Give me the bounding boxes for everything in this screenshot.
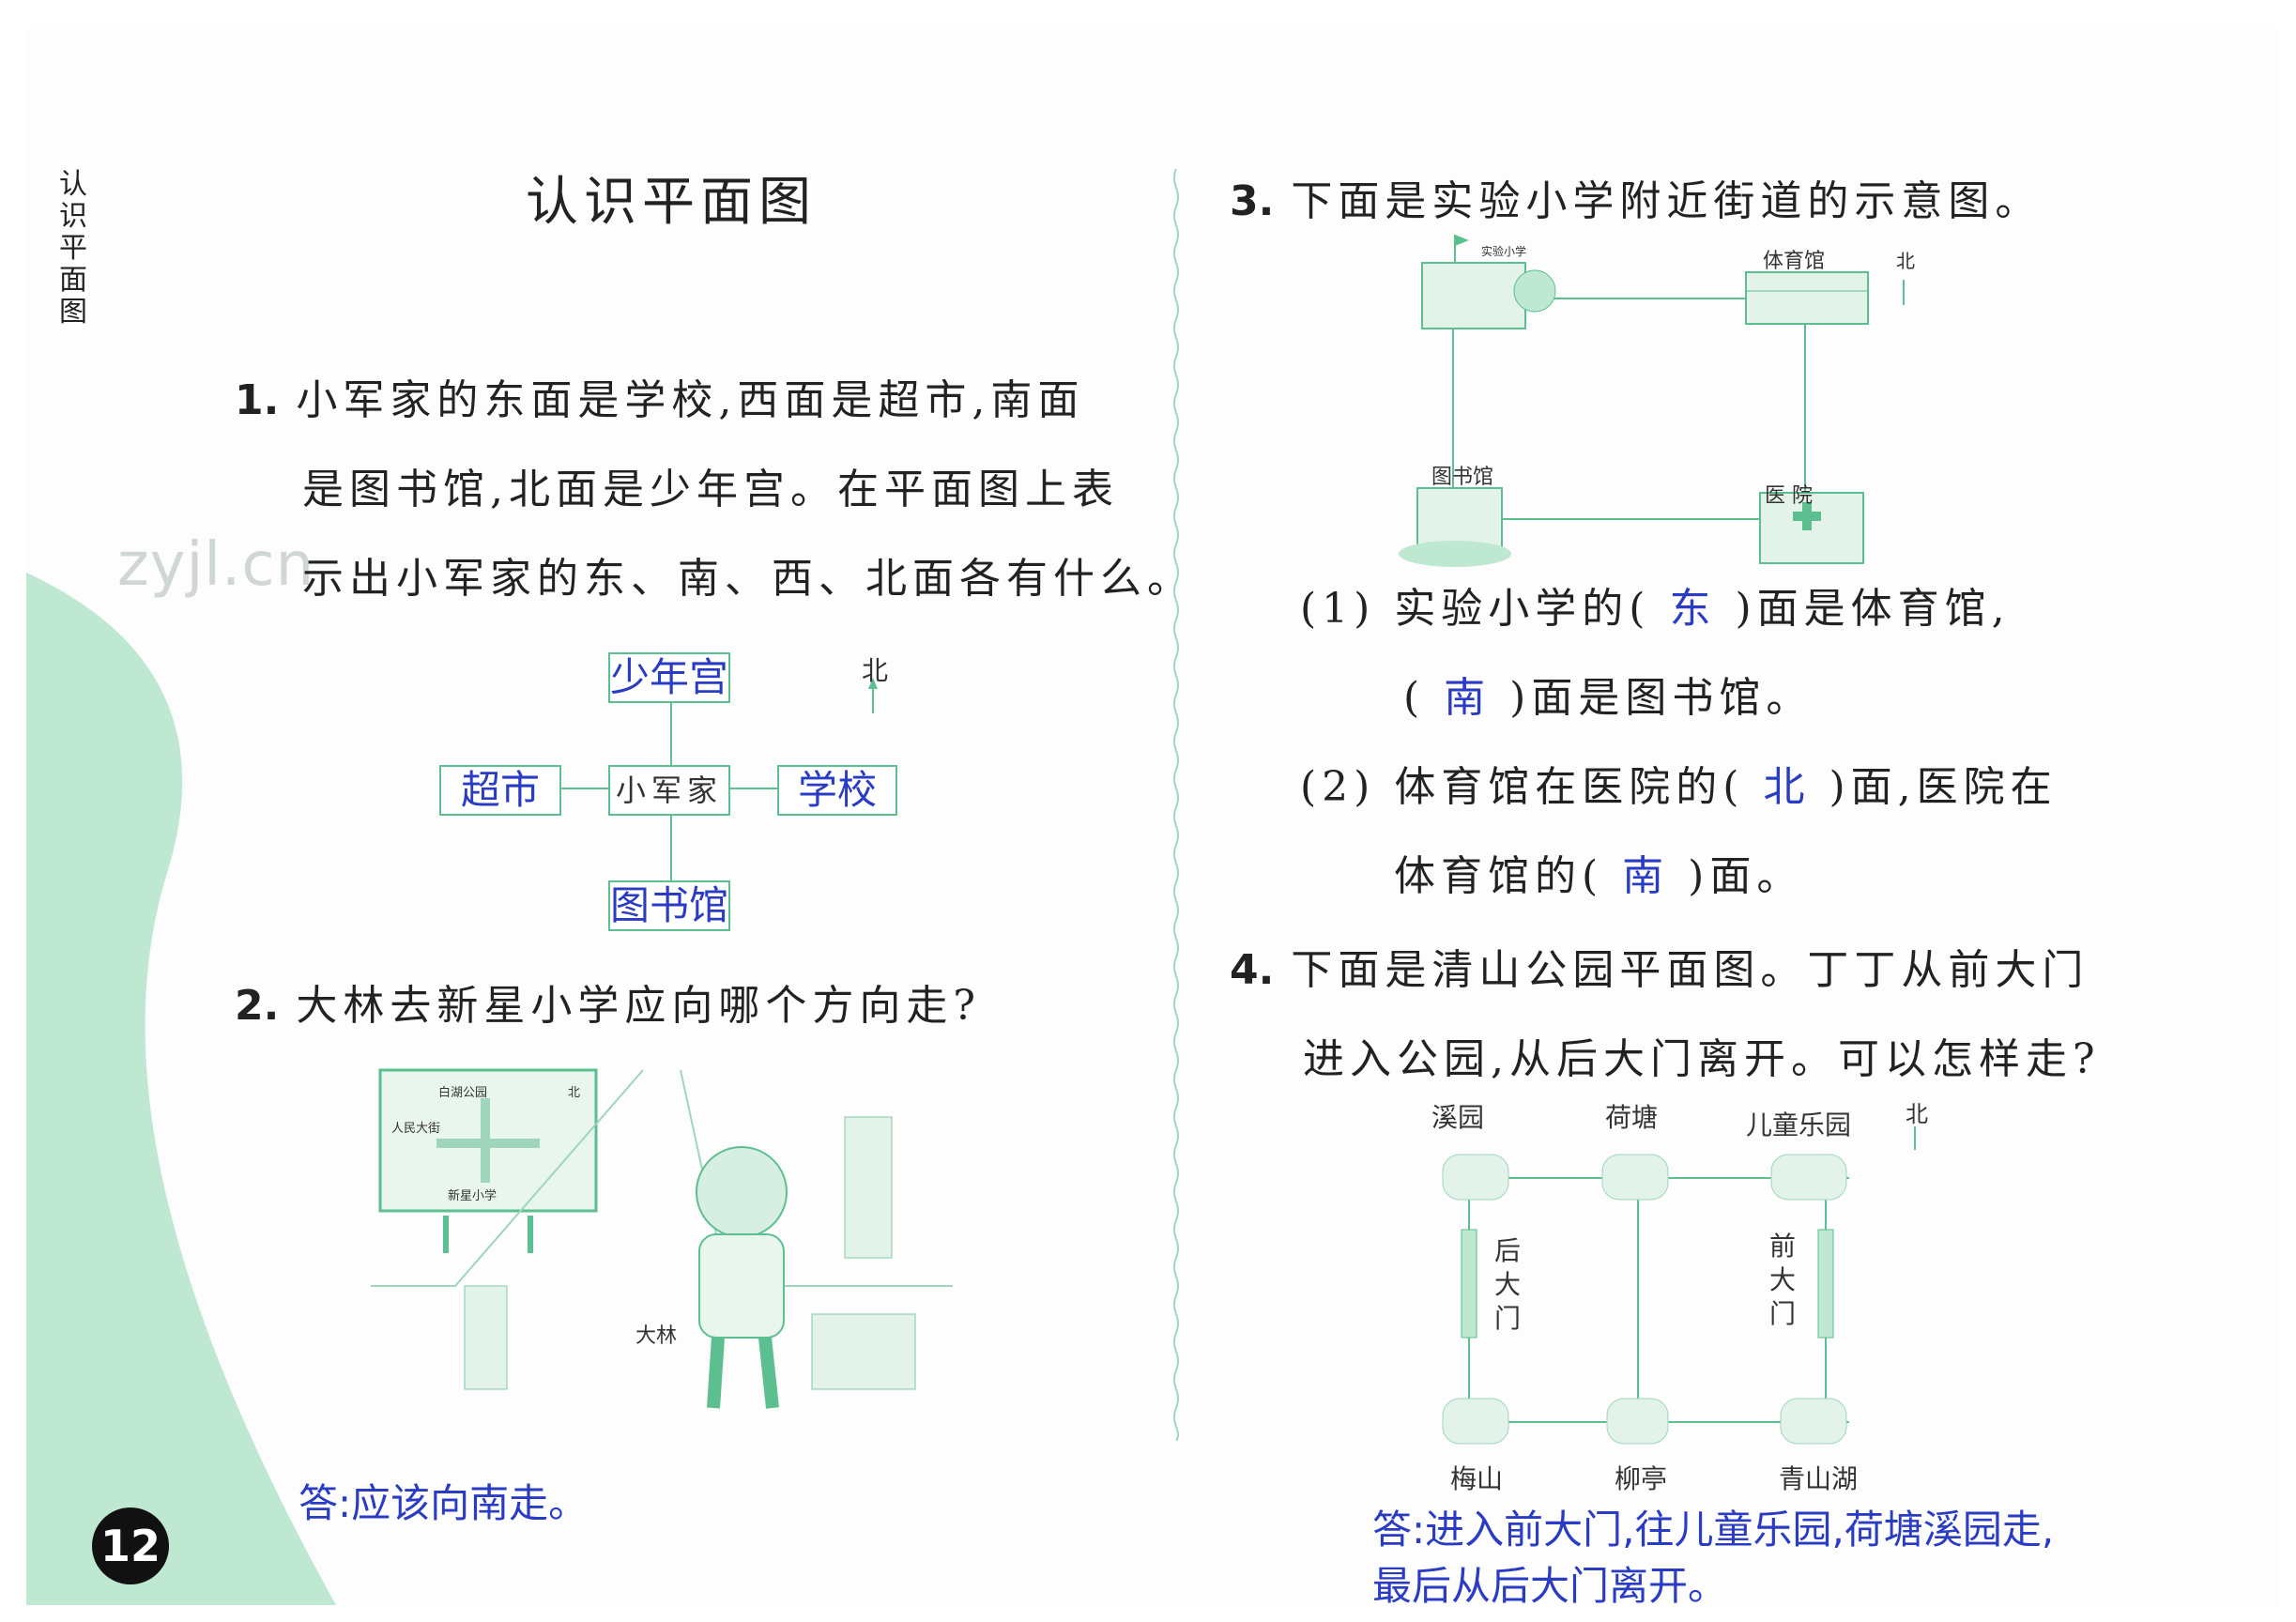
back-gate-label: 后大门	[1494, 1235, 1523, 1334]
liuting-label: 柳亭	[1615, 1463, 1667, 1492]
school-label: 实验小学	[1481, 244, 1526, 258]
q3-p2b-pre: 体育馆的(	[1394, 852, 1604, 900]
q3-street-map: 实验小学 体育馆 北 图书馆 医 院	[1399, 235, 1915, 567]
q3-part1-line2: ( 南 )面是图书馆。	[1403, 664, 1813, 724]
q3-text: 下面是实验小学附近街道的示意图。	[1291, 177, 2043, 225]
q2-line: 2. 大林去新星小学应向哪个方向走?	[235, 972, 981, 1032]
tower-icon	[844, 1116, 893, 1259]
q3-p1-answer2: 南	[1444, 674, 1492, 722]
back-gate-icon	[1461, 1229, 1477, 1339]
sign-north-label: 北	[568, 1086, 580, 1100]
gym-building-icon	[1745, 271, 1869, 325]
gym-label: 体育馆	[1763, 250, 1825, 273]
q2-answer: 答:应该向南走。	[298, 1480, 589, 1526]
q3-p1b-pre: (	[1403, 674, 1426, 722]
q1-box-right: 学校	[777, 765, 897, 816]
xiyuan-icon	[1442, 1154, 1509, 1201]
qingshanhu-label: 青山湖	[1779, 1463, 1858, 1492]
q1-box-top: 少年宫	[608, 652, 730, 703]
q3-p2-mid: )面,医院在	[1829, 763, 2058, 811]
school-building-icon	[1421, 235, 1556, 329]
q1-box-left: 超市	[439, 765, 561, 816]
q4-number: 4.	[1230, 946, 1275, 994]
ertong-icon	[1770, 1154, 1847, 1201]
front-gate-label: 前大门	[1769, 1231, 1799, 1329]
lesson-title: 认识平面图	[526, 172, 817, 233]
q3-line: 3. 下面是实验小学附近街道的示意图。	[1230, 167, 2042, 227]
side-title: 认识平面图	[59, 168, 87, 329]
q4-line-2: 进入公园,从后大门离开。可以怎样走?	[1303, 1035, 2101, 1083]
building-icon	[811, 1313, 916, 1390]
green-wave-decoration	[26, 573, 336, 1605]
front-gate-icon	[1817, 1229, 1834, 1339]
hetang-icon	[1601, 1154, 1669, 1201]
building-icon	[464, 1285, 508, 1390]
q1-line-3: 示出小军家的东、南、西、北面各有什么。	[302, 555, 1194, 603]
q4-text-1: 下面是清山公园平面图。丁丁从前大门	[1291, 946, 2089, 994]
q3-p1b-post: )面是图书馆。	[1509, 674, 1814, 722]
q1-line-2: 是图书馆,北面是少年宫。在平面图上表	[302, 466, 1119, 513]
ertong-label: 儿童乐园	[1746, 1109, 1851, 1140]
q1-box-center: 小军家	[608, 765, 730, 816]
q3-p1-mid: )面是体育馆,	[1735, 585, 2011, 633]
q1-line-1: 1. 小军家的东面是学校,西面是超市,南面	[235, 366, 1084, 426]
q3-p2-answer1: 北	[1763, 763, 1811, 811]
liuting-icon	[1606, 1398, 1669, 1445]
q2-number: 2.	[235, 982, 280, 1030]
q1-number: 1.	[235, 376, 280, 424]
qingshanhu-icon	[1780, 1398, 1847, 1445]
q3-part2-line2: 体育馆的( 南 )面。	[1394, 842, 1803, 902]
q2-text: 大林去新星小学应向哪个方向走?	[296, 982, 981, 1030]
q4-answer-line-1: 答:进入前大门,往儿童乐园,荷塘溪园走,	[1372, 1507, 2055, 1553]
watermark: zyjl.cn	[117, 530, 315, 600]
sign-top-label: 白湖公园	[438, 1085, 487, 1100]
sign-left-label: 人民大街	[391, 1122, 440, 1136]
q3-p2-pre: (2) 体育馆在医院的(	[1300, 763, 1745, 811]
q2-illustration: 白湖公园 人民大街 新星小学 北 大林	[371, 1068, 953, 1409]
hetang-label: 荷塘	[1605, 1102, 1658, 1133]
q3-north-label: 北	[1896, 250, 1915, 272]
q4-park-map: 北 溪园 荷塘 儿童乐园 梅山 柳亭 青山湖	[1431, 1101, 1928, 1492]
xiyuan-label: 溪园	[1431, 1102, 1484, 1133]
q3-part1-line1: (1) 实验小学的( 东 )面是体育馆,	[1300, 574, 2011, 635]
person-label: 大林	[635, 1324, 677, 1348]
q4-answer-line-2: 最后从后大门离开。	[1372, 1563, 1728, 1609]
boy-body-icon	[698, 1233, 785, 1339]
page-number: 12	[92, 1507, 169, 1584]
q4-north-label: 北	[1906, 1101, 1928, 1127]
q3-number: 3.	[1230, 177, 1275, 225]
q3-p2b-post: )面。	[1688, 852, 1804, 900]
q1-box-bottom: 图书馆	[608, 880, 730, 931]
q1-text-1: 小军家的东面是学校,西面是超市,南面	[296, 376, 1085, 424]
q4-line-1: 4. 下面是清山公园平面图。丁丁从前大门	[1230, 936, 2089, 996]
meishan-label: 梅山	[1450, 1463, 1503, 1492]
page-divider	[1173, 169, 1179, 1441]
hospital-building-icon	[1759, 492, 1864, 564]
library-label: 图书馆	[1431, 466, 1493, 489]
boy-head-icon	[696, 1146, 788, 1238]
q3-p1-answer1: 东	[1669, 585, 1717, 633]
q3-part2-line1: (2) 体育馆在医院的( 北 )面,医院在	[1300, 753, 2058, 813]
sign-bottom-label: 新星小学	[448, 1188, 497, 1203]
meishan-icon	[1442, 1398, 1509, 1445]
q1-north-label: 北	[862, 655, 891, 686]
hospital-label: 医 院	[1765, 484, 1813, 508]
q3-p2-answer2: 南	[1622, 852, 1670, 900]
library-building-icon	[1399, 487, 1511, 567]
q3-p1-pre: (1) 实验小学的(	[1300, 585, 1651, 633]
